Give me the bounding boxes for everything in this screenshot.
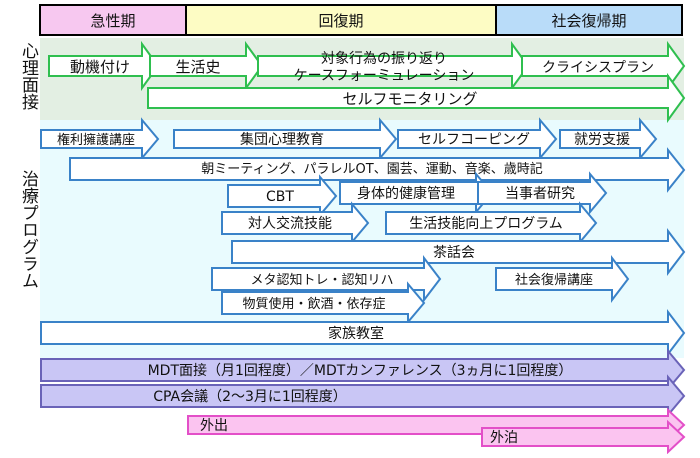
- arrow-reflection-label-2: ケースフォーミュレーション: [294, 68, 475, 84]
- arrow-life-skills: 生活技能向上プログラム: [385, 201, 598, 245]
- arrow-family-class-label: 家族教室: [328, 325, 384, 342]
- arrow-physical-health-label: 身体的健康管理: [357, 185, 455, 202]
- arrow-cpa-label: CPA会議（2〜3月に1回程度）: [153, 388, 347, 405]
- arrow-cpa: CPA会議（2〜3月に1回程度）: [40, 374, 686, 418]
- arrow-life-history-label: 生活史: [175, 58, 220, 76]
- arrow-meta-cognitive-label: メタ認知トレ・認知リハ: [250, 272, 393, 288]
- arrow-family-class: 家族教室: [40, 309, 686, 357]
- arrow-rights-advocacy: 権利擁護講座: [40, 117, 160, 161]
- arrow-group-psychoeducation: 集団心理教育: [173, 117, 398, 161]
- arrow-peer-research: 当事者研究: [477, 171, 608, 215]
- arrow-group-psychoeducation-label: 集団心理教育: [240, 131, 324, 148]
- arrow-self-coping-label: セルフコーピング: [418, 132, 530, 148]
- section-label-treatment-program: 治療プログラム: [18, 170, 39, 289]
- arrow-meta-cognitive: メタ認知トレ・認知リハ: [211, 255, 442, 303]
- phase-acute-cell: [39, 4, 187, 36]
- arrow-tea-party: 茶話会: [231, 228, 686, 276]
- arrow-overnight-label: 外泊: [490, 430, 518, 446]
- arrow-social-reintegration-class-label: 社会復帰講座: [515, 272, 593, 288]
- arrow-life-skills-label: 生活技能向上プログラム: [409, 216, 563, 232]
- arrow-daily-activities: 朝ミーティング、パラレルOT、園芸、運動、音楽、歳時記: [69, 147, 686, 193]
- arrow-motivation-label: 動機付け: [70, 58, 130, 76]
- arrow-self-coping: セルフコーピング: [397, 117, 558, 161]
- arrow-peer-research-label: 当事者研究: [505, 186, 575, 202]
- arrow-overnight: 外泊: [481, 419, 686, 455]
- arrow-mdt: MDT面接（月1回程度）／MDTカンファレンス（3ヵ月に1回程度）: [40, 348, 686, 392]
- arrow-substance-use: 物質使用・飲酒・依存症: [221, 281, 426, 325]
- arrow-interpersonal-skills-label: 対人交流技能: [248, 215, 332, 232]
- arrow-cbt-label: CBT: [266, 189, 294, 205]
- phase-reintegration-label: 社会復帰期: [551, 12, 626, 30]
- arrow-social-reintegration-class: 社会復帰講座: [495, 255, 630, 303]
- phase-header: 急性期 回復期 社会復帰期: [39, 4, 683, 36]
- section-label-psych-interview: 心理面接: [18, 42, 39, 111]
- arrow-rights-advocacy-label: 権利擁護講座: [57, 132, 135, 148]
- phase-acute-label: 急性期: [90, 12, 135, 30]
- phase-recovery-label: 回復期: [318, 12, 363, 30]
- arrow-tea-party-label: 茶話会: [433, 244, 475, 261]
- arrow-employment-support-label: 就労支援: [574, 132, 630, 148]
- arrow-crisis-plan-label: クライシスプラン: [542, 60, 654, 76]
- arrow-substance-use-label: 物質使用・飲酒・依存症: [242, 296, 385, 312]
- arrow-reflection: 対象行為の振り返り ケースフォーミュレーション: [257, 40, 530, 92]
- arrow-cbt: CBT: [227, 174, 338, 218]
- arrow-life-history: 生活史: [149, 40, 264, 92]
- arrow-self-monitoring-label: セルフモニタリング: [342, 90, 477, 108]
- arrow-employment-support: 就労支援: [559, 117, 658, 161]
- arrow-mdt-label: MDT面接（月1回程度）／MDTカンファレンス（3ヵ月に1回程度）: [148, 362, 573, 379]
- phase-reintegration-cell: [495, 4, 683, 36]
- arrow-interpersonal-skills: 対人交流技能: [221, 201, 370, 245]
- arrow-outing-label: 外出: [200, 418, 228, 434]
- arrow-crisis-plan: クライシスプラン: [521, 40, 686, 92]
- arrow-reflection-label-1: 対象行為の振り返り: [321, 51, 447, 67]
- arrow-daily-activities-label: 朝ミーティング、パラレルOT、園芸、運動、音楽、歳時記: [201, 161, 542, 177]
- arrow-self-monitoring: セルフモニタリング: [147, 72, 686, 124]
- arrow-physical-health: 身体的健康管理: [339, 171, 494, 215]
